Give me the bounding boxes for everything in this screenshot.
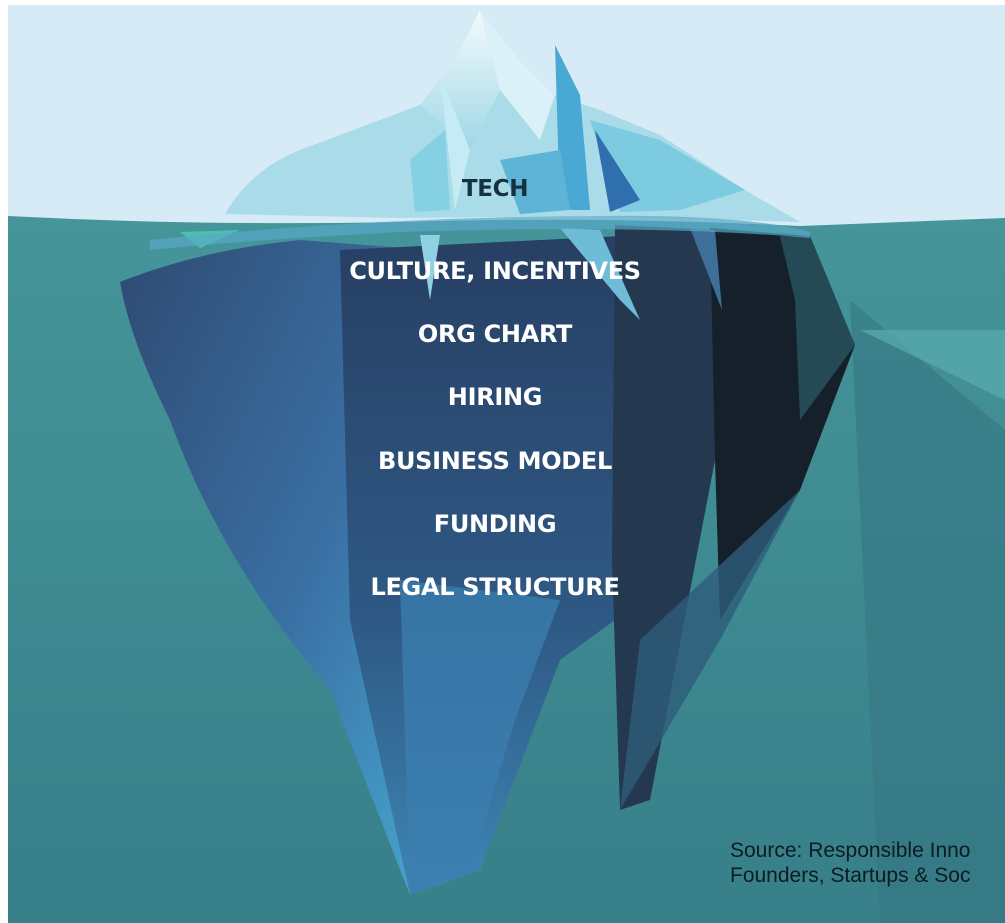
- label-business-model: BUSINESS MODEL: [377, 447, 613, 475]
- iceberg-shard-3: [595, 130, 640, 212]
- iceberg-underwater-edge: [780, 236, 855, 420]
- source-caption: Source: Responsible Inno Founders, Start…: [730, 838, 971, 888]
- iceberg-shard-5: [440, 75, 470, 210]
- ice-streak-2: [560, 228, 640, 320]
- iceberg-shard-4: [410, 130, 450, 212]
- label-tech: TECH: [461, 176, 529, 202]
- waterline-band: [150, 215, 810, 250]
- iceberg-peak-right: [480, 10, 555, 140]
- iceberg-facet-right: [620, 490, 800, 810]
- label-hiring: HIRING: [447, 383, 543, 411]
- iceberg-facet-lower: [400, 580, 560, 895]
- source-line-1: Source: Responsible Inno: [730, 839, 971, 862]
- label-culture-incentives: CULTURE, INCENTIVES: [349, 257, 641, 285]
- iceberg-peak: [420, 10, 500, 150]
- label-org-chart: ORG CHART: [417, 320, 573, 348]
- ice-streak-1: [420, 235, 440, 300]
- label-legal-structure: LEGAL STRUCTURE: [370, 573, 620, 601]
- iceberg-shard-1: [555, 45, 590, 210]
- label-funding: FUNDING: [433, 510, 557, 538]
- ice-streak-3: [690, 228, 722, 310]
- source-line-2: Founders, Startups & Soc: [730, 864, 971, 887]
- water-shade-right: [850, 300, 1005, 923]
- water-highlight-right: [860, 330, 1005, 400]
- iceberg-shard-6: [500, 150, 570, 214]
